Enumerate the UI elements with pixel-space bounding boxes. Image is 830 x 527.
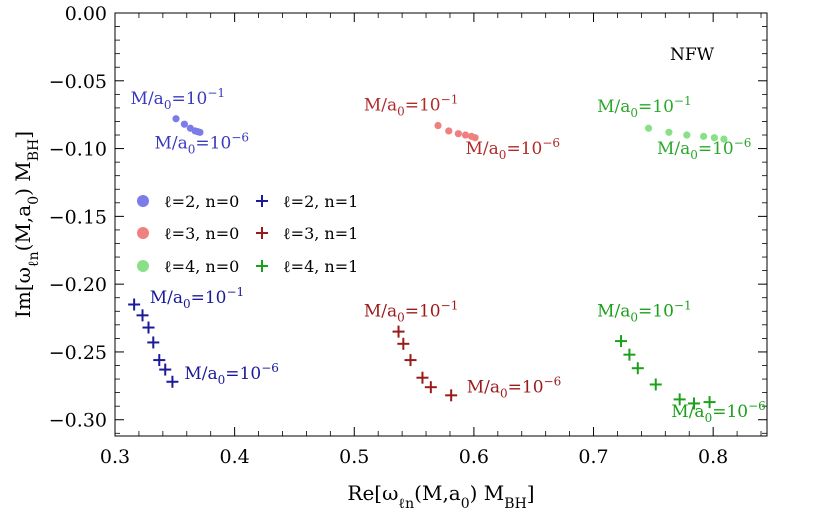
annotation-l4n0-bot: M/a0=10−6 xyxy=(657,136,752,162)
data-point-s2-5 xyxy=(471,134,479,142)
data-point-s2-0 xyxy=(434,121,442,130)
legend-marker-0 xyxy=(137,195,149,207)
legend-label-3: ℓ=3, n=1 xyxy=(283,224,358,243)
x-tick-label: 0.7 xyxy=(578,446,608,468)
y-tick-label: −0.20 xyxy=(49,274,107,296)
data-point-s4-4 xyxy=(710,134,718,142)
legend-label-2: ℓ=3, n=0 xyxy=(164,224,239,243)
y-tick-label: −0.15 xyxy=(49,206,107,228)
legend-marker-4 xyxy=(137,260,149,272)
data-point-s1-3 xyxy=(147,336,160,349)
x-tick-label: 0.5 xyxy=(339,446,369,468)
y-axis-label: Im[ωℓn(M,a0) MBH] xyxy=(11,131,42,318)
data-point-s3-1 xyxy=(397,337,410,350)
series-0 xyxy=(172,115,204,136)
data-point-s3-3 xyxy=(416,371,429,384)
legend-label-4: ℓ=4, n=0 xyxy=(164,257,239,276)
data-point-s0-5 xyxy=(196,128,204,136)
legend-marker-5 xyxy=(256,260,268,272)
y-tick-label: −0.30 xyxy=(49,410,107,432)
data-point-s3-4 xyxy=(424,381,437,394)
data-point-s2-1 xyxy=(445,127,453,135)
data-point-s5-0 xyxy=(615,335,628,348)
data-point-s5-1 xyxy=(623,348,636,361)
data-point-s3-5 xyxy=(445,389,458,402)
data-point-s2-2 xyxy=(454,130,462,138)
data-point-s4-2 xyxy=(683,131,691,139)
legend-label-0: ℓ=2, n=0 xyxy=(164,192,239,211)
data-point-s4-1 xyxy=(665,128,673,136)
profile-label: NFW xyxy=(670,45,715,65)
data-point-s3-2 xyxy=(404,354,417,367)
annotation-l4n1-top: M/a0=10−1 xyxy=(597,299,692,325)
legend-marker-1 xyxy=(256,195,268,207)
annotation-l4n1-bot: M/a0=10−6 xyxy=(671,399,766,425)
x-tick-label: 0.6 xyxy=(459,446,489,468)
data-point-s0-1 xyxy=(180,120,188,128)
data-point-s5-3 xyxy=(649,378,662,391)
annotation-l2n1-top: M/a0=10−1 xyxy=(150,285,245,311)
x-tick-label: 0.4 xyxy=(220,446,250,468)
legend-label-1: ℓ=2, n=1 xyxy=(283,192,358,211)
x-tick-label: 0.3 xyxy=(100,446,130,468)
x-axis-label: Re[ωℓn(M,a0) MBH] xyxy=(347,481,534,512)
annotation-l3n1-top: M/a0=10−1 xyxy=(364,299,459,325)
data-point-s1-1 xyxy=(136,309,149,322)
annotation-l2n0-bot: M/a0=10−6 xyxy=(154,131,249,157)
annotation-l3n0-bot: M/a0=10−6 xyxy=(466,136,561,162)
y-tick-label: −0.05 xyxy=(49,71,107,93)
annotation-l3n0-top: M/a0=10−1 xyxy=(364,93,459,119)
y-tick-label: −0.25 xyxy=(49,342,107,364)
y-tick-label: 0.00 xyxy=(65,3,107,25)
series-2 xyxy=(434,121,479,142)
legend-marker-3 xyxy=(256,227,268,239)
legend: ℓ=2, n=0 ℓ=2, n=1 ℓ=3, n=0 ℓ=3, n=1 ℓ=4, n=0… xyxy=(137,192,358,276)
data-point-s1-6 xyxy=(166,375,179,388)
data-point-s3-0 xyxy=(392,325,405,338)
legend-marker-2 xyxy=(137,227,149,239)
data-point-s2-3 xyxy=(461,131,470,139)
data-point-s4-5 xyxy=(720,135,728,143)
annotation-l3n1-bot: M/a0=10−6 xyxy=(467,375,562,401)
data-point-s1-5 xyxy=(159,363,172,376)
x-tick-label: 0.8 xyxy=(698,446,728,468)
data-point-s1-4 xyxy=(153,354,166,367)
data-point-s1-2 xyxy=(142,321,155,334)
data-point-s5-2 xyxy=(631,362,644,375)
legend-label-5: ℓ=4, n=1 xyxy=(283,257,358,276)
data-point-s5-6 xyxy=(703,396,716,409)
annotation-l2n1-bot: M/a0=10−6 xyxy=(184,361,279,387)
data-point-s5-4 xyxy=(673,393,686,406)
data-point-s0-0 xyxy=(172,115,180,123)
plot-frame xyxy=(114,12,768,437)
annotation-l2n0-top: M/a0=10−1 xyxy=(131,86,226,112)
y-tick-label: −0.10 xyxy=(49,139,107,161)
series-1 xyxy=(128,298,179,388)
data-point-s4-3 xyxy=(699,132,708,140)
plot-layer: 0.3 0.4 0.5 0.6 0.7 0.8 0.00 −0.05 −0.10 −0.15 −0.… xyxy=(11,3,768,512)
data-point-s4-0 xyxy=(644,124,653,132)
series-3 xyxy=(392,325,458,402)
data-point-s5-5 xyxy=(688,397,701,410)
annotation-l4n0-top: M/a0=10−1 xyxy=(597,94,692,120)
series-5 xyxy=(615,335,716,410)
data-point-s1-0 xyxy=(128,298,141,311)
series-4 xyxy=(644,124,728,143)
